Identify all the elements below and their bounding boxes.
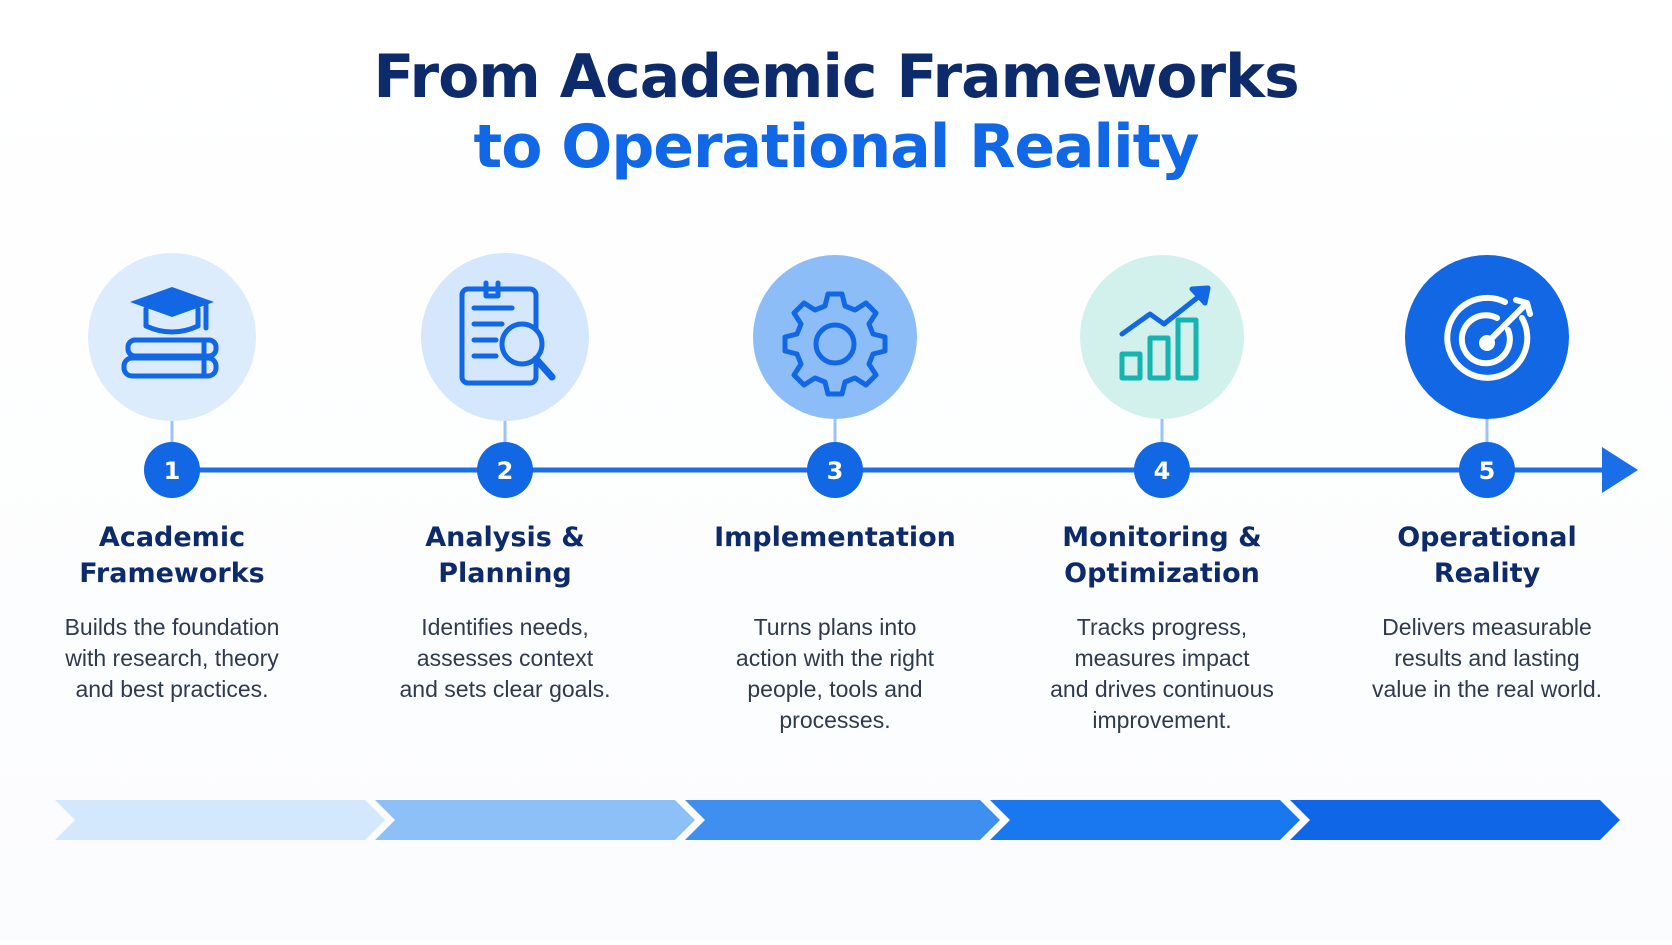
chevron-segment-5 bbox=[1290, 800, 1620, 840]
step-4-description: Tracks progress, measures impact and dri… bbox=[1050, 614, 1274, 733]
step-3-title: Implementation bbox=[714, 522, 956, 553]
step-1-icon-circle bbox=[88, 253, 256, 421]
chevron-segment-3 bbox=[685, 800, 1000, 840]
step-4-title: Monitoring & Optimization bbox=[1062, 522, 1262, 589]
chevron-progress-bar bbox=[55, 800, 1620, 840]
step-5-description: Delivers measurable results and lasting … bbox=[1371, 614, 1603, 702]
step-5-title: Operational Reality bbox=[1397, 522, 1577, 589]
title-line-1: From Academic Frameworks bbox=[373, 42, 1299, 112]
step-4-badge: 4 bbox=[1134, 442, 1190, 498]
step-2-number: 2 bbox=[497, 457, 514, 485]
document-search-icon bbox=[459, 280, 556, 386]
gear-icon bbox=[782, 291, 888, 397]
step-3-description: Turns plans into action with the right p… bbox=[735, 614, 935, 733]
step-2-badge: 2 bbox=[477, 442, 533, 498]
connector-lines bbox=[170, 419, 1489, 445]
title-line-2: to Operational Reality bbox=[473, 112, 1200, 182]
step-1-badge: 1 bbox=[144, 442, 200, 498]
page-title: From Academic Frameworks to Operational … bbox=[0, 42, 1672, 182]
step-5-badge: 5 bbox=[1459, 442, 1515, 498]
step-4-number: 4 bbox=[1154, 457, 1171, 485]
chevron-segment-4 bbox=[990, 800, 1300, 840]
step-2-title: Analysis & Planning bbox=[425, 522, 585, 589]
step-3-badge: 3 bbox=[807, 442, 863, 498]
timeline-arrow-icon bbox=[1602, 447, 1638, 493]
growth-chart-icon bbox=[1119, 285, 1211, 381]
graduation-cap-books-icon bbox=[121, 287, 219, 379]
step-1-number: 1 bbox=[164, 457, 181, 485]
step-3-number: 3 bbox=[827, 457, 844, 485]
chevron-segment-2 bbox=[375, 800, 695, 840]
step-1-title: Academic Frameworks bbox=[79, 522, 265, 589]
target-icon bbox=[1444, 294, 1533, 381]
chevron-segment-1 bbox=[55, 800, 385, 840]
step-2-description: Identifies needs, assesses context and s… bbox=[399, 614, 611, 702]
step-5-number: 5 bbox=[1479, 457, 1496, 485]
step-1-description: Builds the foundation with research, the… bbox=[64, 614, 280, 702]
